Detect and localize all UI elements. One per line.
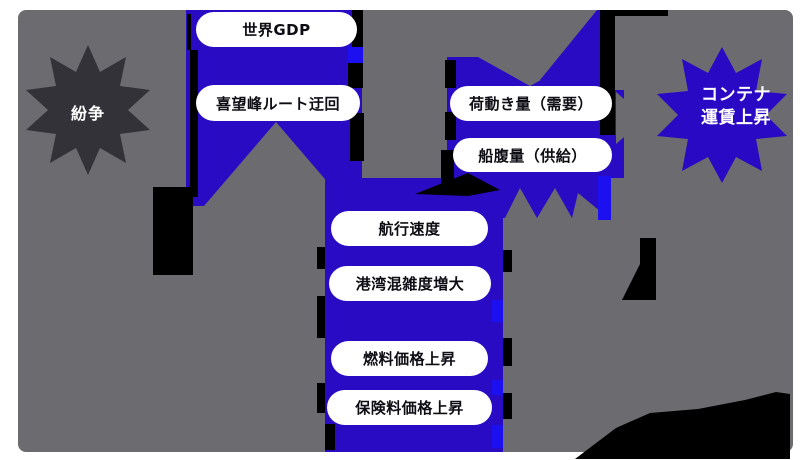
conflict-burst-label: 紛争 (70, 104, 105, 123)
notch-band-left (505, 188, 537, 218)
outcome-label-line-2: 運賃上昇 (701, 108, 771, 128)
chevron-right-strip (616, 92, 646, 144)
glitch-bar-a2 (190, 50, 198, 197)
bright-patch-3 (492, 380, 503, 395)
flow-bridge-diagonal (540, 10, 612, 80)
node-fuel-price-rise: 燃料価格上昇 (331, 341, 488, 376)
glitch-bar-c1 (445, 60, 456, 88)
glitch-bar-c3 (441, 150, 454, 186)
glitch-bar-c2 (445, 112, 456, 140)
glitch-bar-r3 (622, 238, 656, 300)
glitch-scallop-l2 (317, 296, 325, 338)
glitch-scallop-l4 (325, 424, 335, 450)
glitch-bar-a4 (352, 10, 363, 47)
glitch-scallop-r2 (503, 338, 512, 366)
glitch-wedge-center (415, 173, 500, 196)
node-world-gdp: 世界GDP (196, 12, 357, 47)
bright-patch-2 (492, 300, 503, 322)
conflict-burst-shape (26, 45, 150, 175)
outcome-label-line-1: コンテナ (701, 85, 771, 105)
bright-patch-4 (598, 176, 611, 220)
glitch-bar-a5 (348, 63, 363, 88)
node-insurance-price-rise: 保険料価格上昇 (327, 390, 492, 425)
node-sailing-speed: 航行速度 (331, 211, 488, 246)
glitch-scallop-l3 (317, 383, 325, 413)
notch-top-left-panel (204, 122, 348, 206)
glitch-scallop-r1 (503, 250, 512, 272)
node-cargo-volume-demand: 荷動き量（需要） (450, 86, 612, 121)
node-cape-route-detour: 喜望峰ルート迂回 (196, 85, 360, 121)
glitch-scallop-r3 (503, 393, 512, 419)
node-vessel-capacity-supply: 船腹量（供給） (453, 138, 612, 172)
glitch-bar-a6 (350, 113, 364, 161)
bright-patch-5 (492, 425, 503, 448)
node-port-congestion: 港湾混雑度増大 (329, 266, 491, 301)
bright-patch-1 (348, 46, 363, 63)
glitch-scallop-l1 (317, 247, 325, 269)
outcome-burst-shape (657, 47, 787, 183)
source-blot (575, 392, 790, 459)
outcome-burst-label: コンテナ 運賃上昇 (701, 84, 796, 130)
glitch-bar-a1 (187, 14, 191, 50)
notch-band-right (537, 188, 572, 218)
glitch-bar-r2 (615, 10, 668, 16)
glitch-bar-a3 (153, 187, 193, 275)
